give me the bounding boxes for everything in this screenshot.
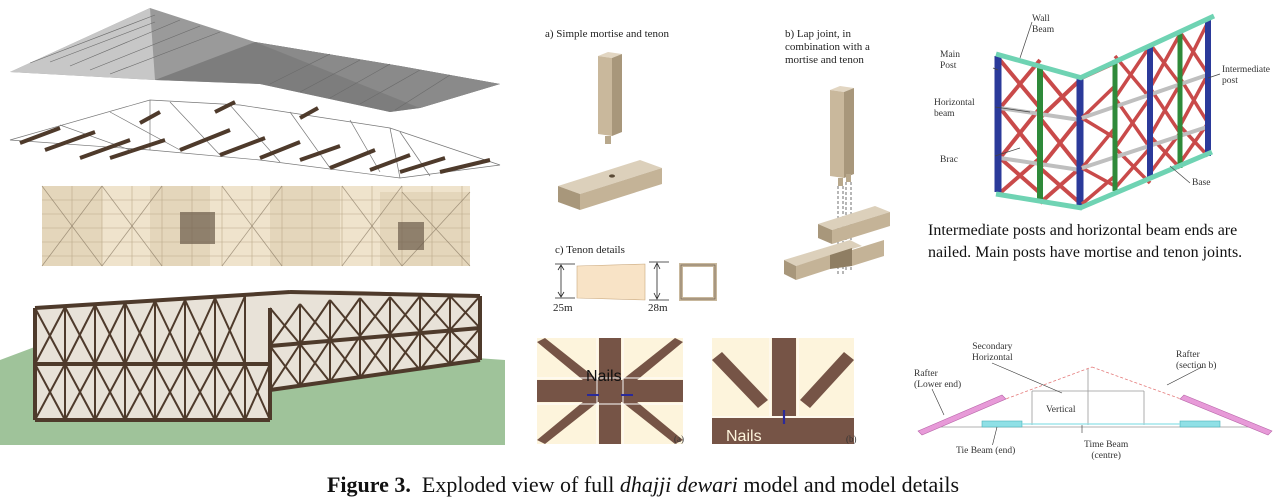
label-wall-beam: Wall Beam [1032, 14, 1054, 36]
label-rafter-section-b-text: Rafter (section b) [1176, 350, 1217, 371]
label-brac: Brac [940, 155, 958, 165]
truss-leaders [931, 362, 1203, 448]
label-rafter-section-b: Rafter (section b) [1176, 350, 1216, 372]
post-member [772, 338, 796, 416]
nails-a-tag: (a) [674, 434, 684, 444]
leader-lines [992, 21, 1221, 184]
frame-3d-diagram [990, 8, 1225, 213]
caption-text-before: Exploded view of full [421, 472, 620, 497]
panel-b-label-line2: combination with a [785, 41, 870, 53]
roof [10, 8, 500, 112]
label-time-beam-centre: Time Beam (centre) [1084, 440, 1128, 462]
label-rafter-lower-end-text: Rafter (Lower end) [914, 369, 962, 390]
panel-b-label-line1: b) Lap joint, in [785, 28, 851, 40]
dimension-lines [555, 261, 669, 301]
label-horizontal-beam-text: Horizontal beam [934, 98, 975, 119]
label-intermediate-post-text: Intermediate post [1222, 65, 1271, 86]
nails-b-tag: (b) [846, 434, 857, 444]
infill-walls [41, 185, 471, 267]
truss-layer [9, 99, 501, 179]
tie-beam-end-right [1179, 420, 1221, 428]
lower-beam [558, 160, 662, 210]
caption-text-after: model and model details [737, 472, 959, 497]
label-main-post: Main Post [940, 50, 960, 72]
exploded-model-svg [0, 8, 505, 445]
panel-a-label: a) Simple mortise and tenon [545, 28, 670, 40]
dim-left-label: 25m [553, 302, 573, 314]
lap-post [830, 86, 854, 186]
nails-a-label: Nails [586, 368, 622, 385]
label-intermediate-post: Intermediate post [1222, 65, 1270, 87]
label-vertical: Vertical [1046, 405, 1076, 415]
rafter-outline [921, 366, 1268, 431]
window-opening [180, 212, 215, 244]
caption-italic: dhajji dewari [619, 472, 738, 497]
label-secondary-horizontal-text: Secondary Horizontal [972, 342, 1013, 363]
label-wall-beam-text: Wall Beam [1032, 14, 1055, 35]
panel-b-label-line3: mortise and tenon [785, 54, 864, 66]
brace-member [712, 352, 768, 408]
figure-caption: Figure 3. Exploded view of full dhajji d… [0, 472, 1286, 498]
label-main-post-text: Main Post [940, 50, 961, 71]
beam-member [537, 380, 683, 402]
label-horizontal-beam: Horizontal beam [934, 98, 975, 120]
truss-members [940, 369, 1252, 428]
tenon-profile [576, 263, 646, 301]
window-opening [398, 222, 424, 250]
nails-detail-a [537, 338, 683, 444]
frame-note: Intermediate posts and horizontal beam e… [928, 222, 1243, 261]
left-wall [994, 51, 1084, 211]
label-base: Base [1192, 178, 1211, 188]
brace-member [537, 338, 603, 390]
lap-upper-beam [818, 206, 890, 244]
rafter-lower-right [1179, 394, 1273, 436]
exploded-model [0, 0, 505, 445]
label-secondary-horizontal: Secondary Horizontal [972, 342, 1013, 364]
nails-detail-b [712, 338, 854, 444]
label-rafter-lower-end: Rafter (Lower end) [914, 369, 961, 391]
dim-right-label: 28m [648, 302, 668, 314]
timber-frame [33, 290, 482, 422]
truss-diagram [912, 355, 1282, 448]
caption-prefix: Figure 3. [326, 472, 411, 497]
upper-post [598, 52, 622, 144]
tenon-details-drawing [553, 260, 728, 316]
nails-b-label: Nails [726, 428, 762, 445]
tie-beam-end-left [981, 420, 1023, 428]
label-time-beam-centre-text: Time Beam (centre) [1084, 440, 1129, 461]
lap-lower-beam [784, 240, 884, 280]
lap-joint-drawing [780, 80, 900, 300]
panel-b-label: b) Lap joint, in combination with a mort… [785, 28, 870, 67]
simple-mortise-tenon-drawing [550, 48, 680, 218]
rafter-lower-left [917, 394, 1007, 436]
tenon-section [679, 263, 717, 301]
label-tie-beam-end: Tie Beam (end) [956, 446, 1016, 456]
right-wall [1078, 13, 1216, 211]
panel-c-label: c) Tenon details [555, 244, 625, 256]
